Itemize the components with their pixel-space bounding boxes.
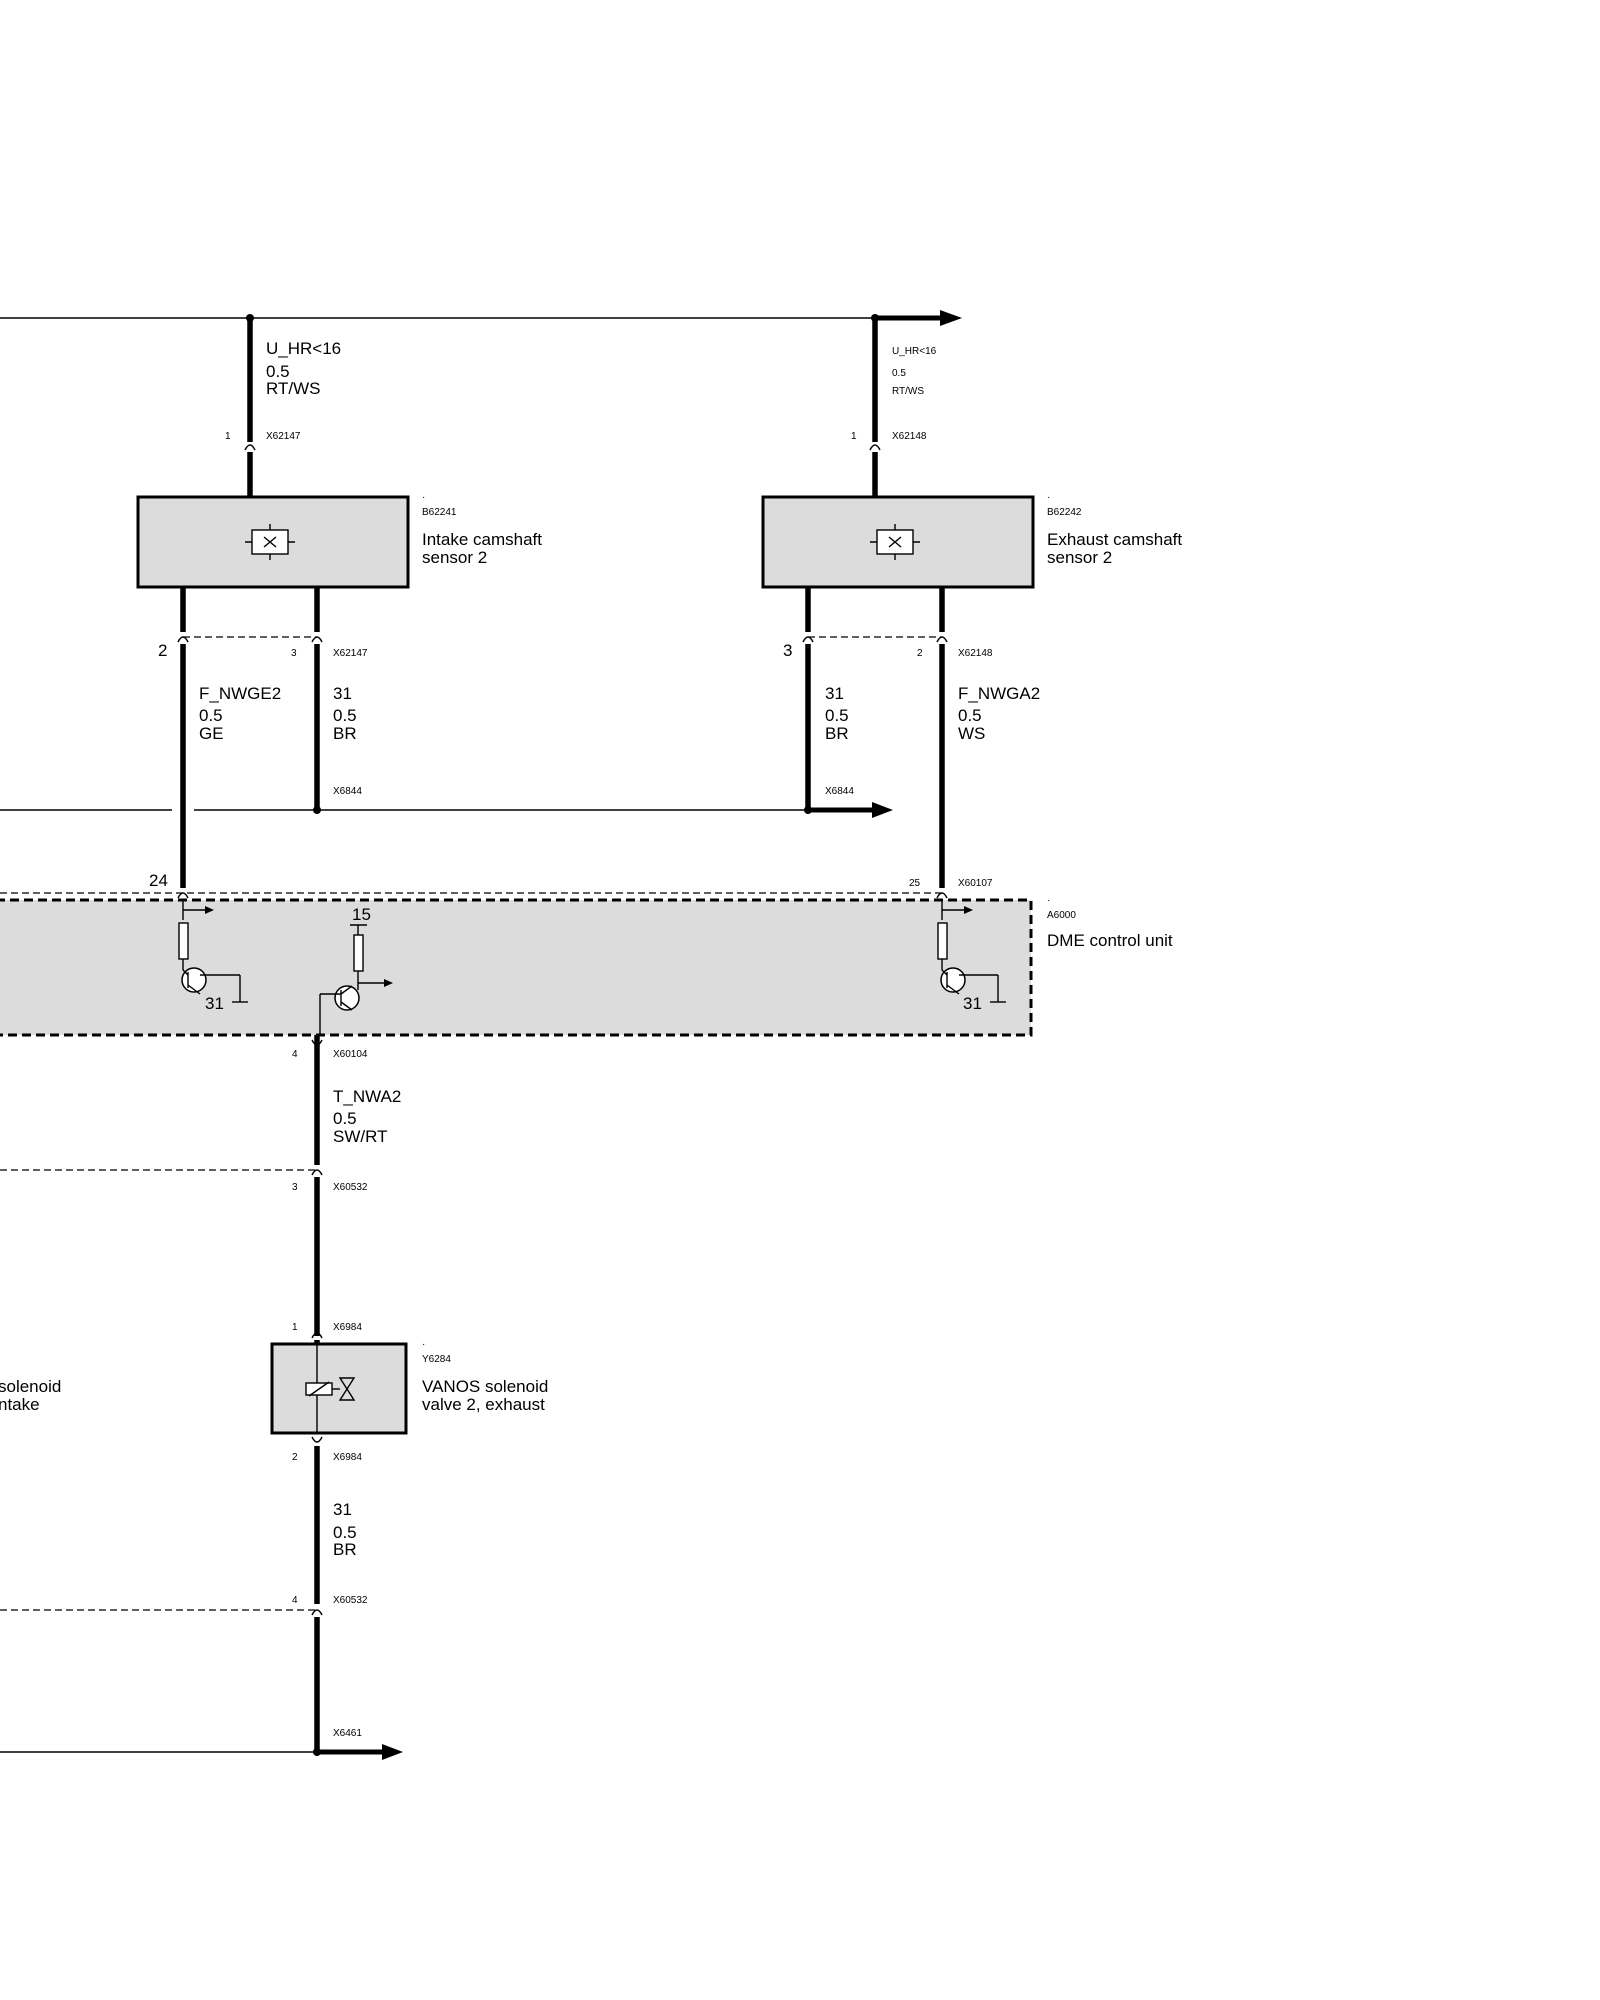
component-dot: · (422, 1339, 425, 1350)
transistor-input-circuit-icon: 31 (937, 900, 1006, 1013)
connector-id: X60104 (333, 1049, 368, 1060)
hall-sensor-icon (870, 524, 920, 560)
wire-size-label: 0.5 (199, 706, 223, 725)
wire-color-label: BR (333, 724, 357, 743)
connector-symbol (311, 1609, 323, 1616)
wire-color-label: BR (333, 1540, 357, 1559)
connector-id: X6844 (333, 786, 362, 797)
connector-id: X6461 (333, 1728, 362, 1739)
connector-pin: 3 (292, 1182, 298, 1193)
component-id: A6000 (1047, 910, 1076, 921)
connector-id: X60532 (333, 1182, 368, 1193)
junction-dot (313, 806, 321, 814)
connector-pin: 3 (783, 641, 792, 660)
wire-size-label: 0.5 (958, 706, 982, 725)
connector-pin: 2 (917, 648, 923, 659)
arrow-head (940, 310, 962, 326)
connector-pin: 2 (158, 641, 167, 660)
component-name: sensor 2 (422, 548, 487, 567)
component-id: Y6284 (422, 1354, 451, 1365)
connector-pin: 2 (292, 1452, 298, 1463)
connector-pin: 4 (292, 1595, 298, 1606)
component-dot: · (1047, 492, 1050, 503)
wire-signal-label: U_HR<16 (266, 339, 341, 358)
wire-color-label: WS (958, 724, 985, 743)
connector-symbols (177, 892, 948, 899)
partial-component-name: solenoid (0, 1377, 61, 1396)
wire-signal-label: 31 (333, 684, 352, 703)
ground-label: 31 (205, 994, 224, 1013)
wire-size-label: 0.5 (333, 1523, 357, 1542)
connector-symbol (311, 1436, 323, 1443)
wire-size-label: 0.5 (892, 368, 906, 379)
connector-pin: 25 (909, 878, 921, 889)
connector-pin: 4 (292, 1049, 298, 1060)
wire-signal-label: 31 (333, 1500, 352, 1519)
transistor-driver-circuit-icon: 15 (319, 905, 393, 1035)
partial-component-name: ntake (0, 1395, 40, 1414)
component-name: Intake camshaft (422, 530, 542, 549)
component-id: B62241 (422, 507, 457, 518)
solenoid-valve-icon (305, 1344, 356, 1433)
connector-id: X62148 (892, 431, 927, 442)
component-name: VANOS solenoid (422, 1377, 548, 1396)
connector-symbol (244, 444, 256, 451)
transistor-input-circuit-icon: 31 (178, 900, 248, 1013)
connector-symbol (311, 1332, 323, 1339)
connector-id: X60107 (958, 878, 993, 889)
wire-size-label: 0.5 (266, 362, 290, 381)
component-dot: · (422, 492, 425, 503)
connector-id: X6984 (333, 1322, 362, 1333)
wire-size-label: 0.5 (333, 1109, 357, 1128)
component-name: DME control unit (1047, 931, 1173, 950)
connector-id: X6984 (333, 1452, 362, 1463)
component-name: sensor 2 (1047, 548, 1112, 567)
connector-symbols (177, 636, 948, 643)
wire-signal-label: 31 (825, 684, 844, 703)
connector-id: X62147 (333, 648, 368, 659)
component-name: Exhaust camshaft (1047, 530, 1182, 549)
wire-signal-label: F_NWGA2 (958, 684, 1040, 703)
dme-control-unit-box (0, 898, 1033, 1037)
connector-pin: 1 (851, 431, 857, 442)
wire-size-label: 0.5 (333, 706, 357, 725)
wire-signal-label: T_NWA2 (333, 1087, 401, 1106)
wire-size-label: 0.5 (825, 706, 849, 725)
arrow-head (382, 1744, 403, 1760)
connector-pin: 1 (225, 431, 231, 442)
wire-color-label: RT/WS (266, 379, 320, 398)
connector-symbol (311, 1169, 323, 1176)
connector-id: X6844 (825, 786, 854, 797)
wire-color-label: SW/RT (333, 1127, 387, 1146)
connector-symbol (311, 1039, 323, 1046)
component-name: valve 2, exhaust (422, 1395, 545, 1414)
connector-id: X62147 (266, 431, 301, 442)
wire-color-label: BR (825, 724, 849, 743)
connector-id: X60532 (333, 1595, 368, 1606)
ground-label: 31 (963, 994, 982, 1013)
wire-signal-label: F_NWGE2 (199, 684, 281, 703)
wire-color-label: GE (199, 724, 224, 743)
connector-symbol (869, 444, 881, 451)
connector-pin: 1 (292, 1322, 298, 1333)
component-dot: · (1047, 895, 1050, 906)
wire-color-label: RT/WS (892, 386, 924, 397)
arrow-head (872, 802, 893, 818)
wire-signal-label: U_HR<16 (892, 346, 937, 357)
hall-sensor-icon (245, 524, 295, 560)
component-id: B62242 (1047, 507, 1082, 518)
connector-pin: 24 (149, 871, 168, 890)
connector-pin: 3 (291, 648, 297, 659)
connector-id: X62148 (958, 648, 993, 659)
pin-15-label: 15 (352, 905, 371, 924)
